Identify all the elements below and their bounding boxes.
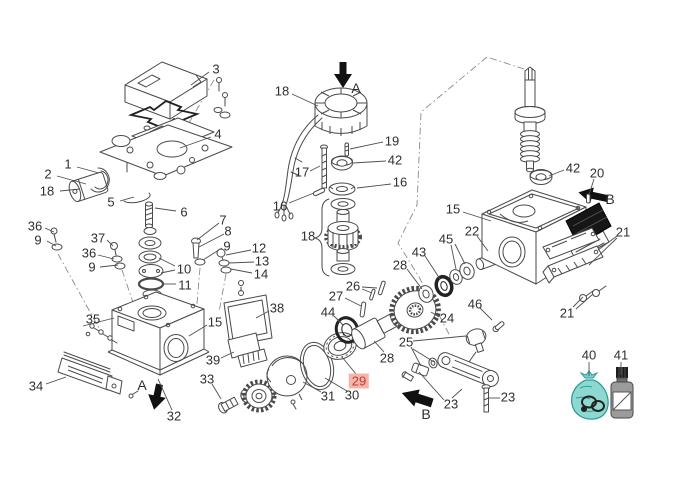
breather-7-8-9 — [192, 238, 206, 265]
stator — [315, 88, 367, 136]
view-arrow-b-bottom — [401, 389, 434, 408]
bearing-stack-10-11 — [139, 228, 163, 299]
pin-19 — [345, 143, 349, 156]
grease-bag — [572, 371, 609, 419]
screw-37-36-9 — [111, 243, 126, 270]
key-46 — [492, 320, 505, 333]
roller-25 — [464, 326, 490, 354]
cover-plate-38 — [224, 281, 272, 347]
key-16 — [313, 188, 326, 197]
rotor-assembly — [326, 199, 360, 275]
capacitor — [67, 172, 109, 203]
pin-27 — [360, 302, 366, 317]
view-arrow-a-top — [334, 62, 352, 88]
bracket-screws-21 — [580, 286, 607, 302]
leader-lines — [45, 72, 621, 410]
cover-gasket — [131, 101, 197, 128]
pin-20 — [587, 194, 591, 203]
gearbox-housing-left — [108, 292, 209, 375]
seal-44 — [333, 315, 361, 346]
rotor-brace — [315, 199, 329, 276]
release-lever-23 — [436, 350, 501, 389]
lever-hardware-25 — [401, 357, 438, 382]
washer-28 — [417, 284, 436, 305]
bearing-42-center — [332, 156, 353, 170]
plate-39 — [228, 333, 267, 367]
oil-bottle — [611, 367, 633, 418]
view-arrow-a-bottom — [148, 383, 166, 410]
pins-26 — [369, 281, 385, 301]
screws-35 — [86, 324, 117, 343]
washers-45 — [448, 261, 477, 286]
screw-17 — [321, 145, 328, 188]
output-shaft — [146, 202, 153, 228]
stator-cable — [275, 115, 322, 221]
view-arrow-b-right — [578, 187, 609, 204]
drive-gear-24 — [387, 283, 444, 337]
mounting-bracket-34 — [58, 352, 138, 398]
snap-ring — [124, 193, 150, 203]
o-ring-30 — [295, 339, 338, 394]
bolt-33 — [217, 396, 239, 415]
washer-16 — [329, 183, 355, 195]
capacitor-clamp — [91, 168, 109, 192]
screw-12-13-14 — [217, 249, 231, 273]
bearing-42-right — [530, 170, 552, 185]
screw-23 — [482, 385, 490, 412]
brackets-21 — [543, 228, 603, 283]
worm-shaft — [515, 67, 545, 172]
cover-screws — [214, 78, 230, 119]
control-box-cover — [125, 62, 207, 119]
seal-43 — [434, 275, 455, 298]
base-plate — [100, 125, 232, 180]
small-gear — [244, 382, 274, 410]
